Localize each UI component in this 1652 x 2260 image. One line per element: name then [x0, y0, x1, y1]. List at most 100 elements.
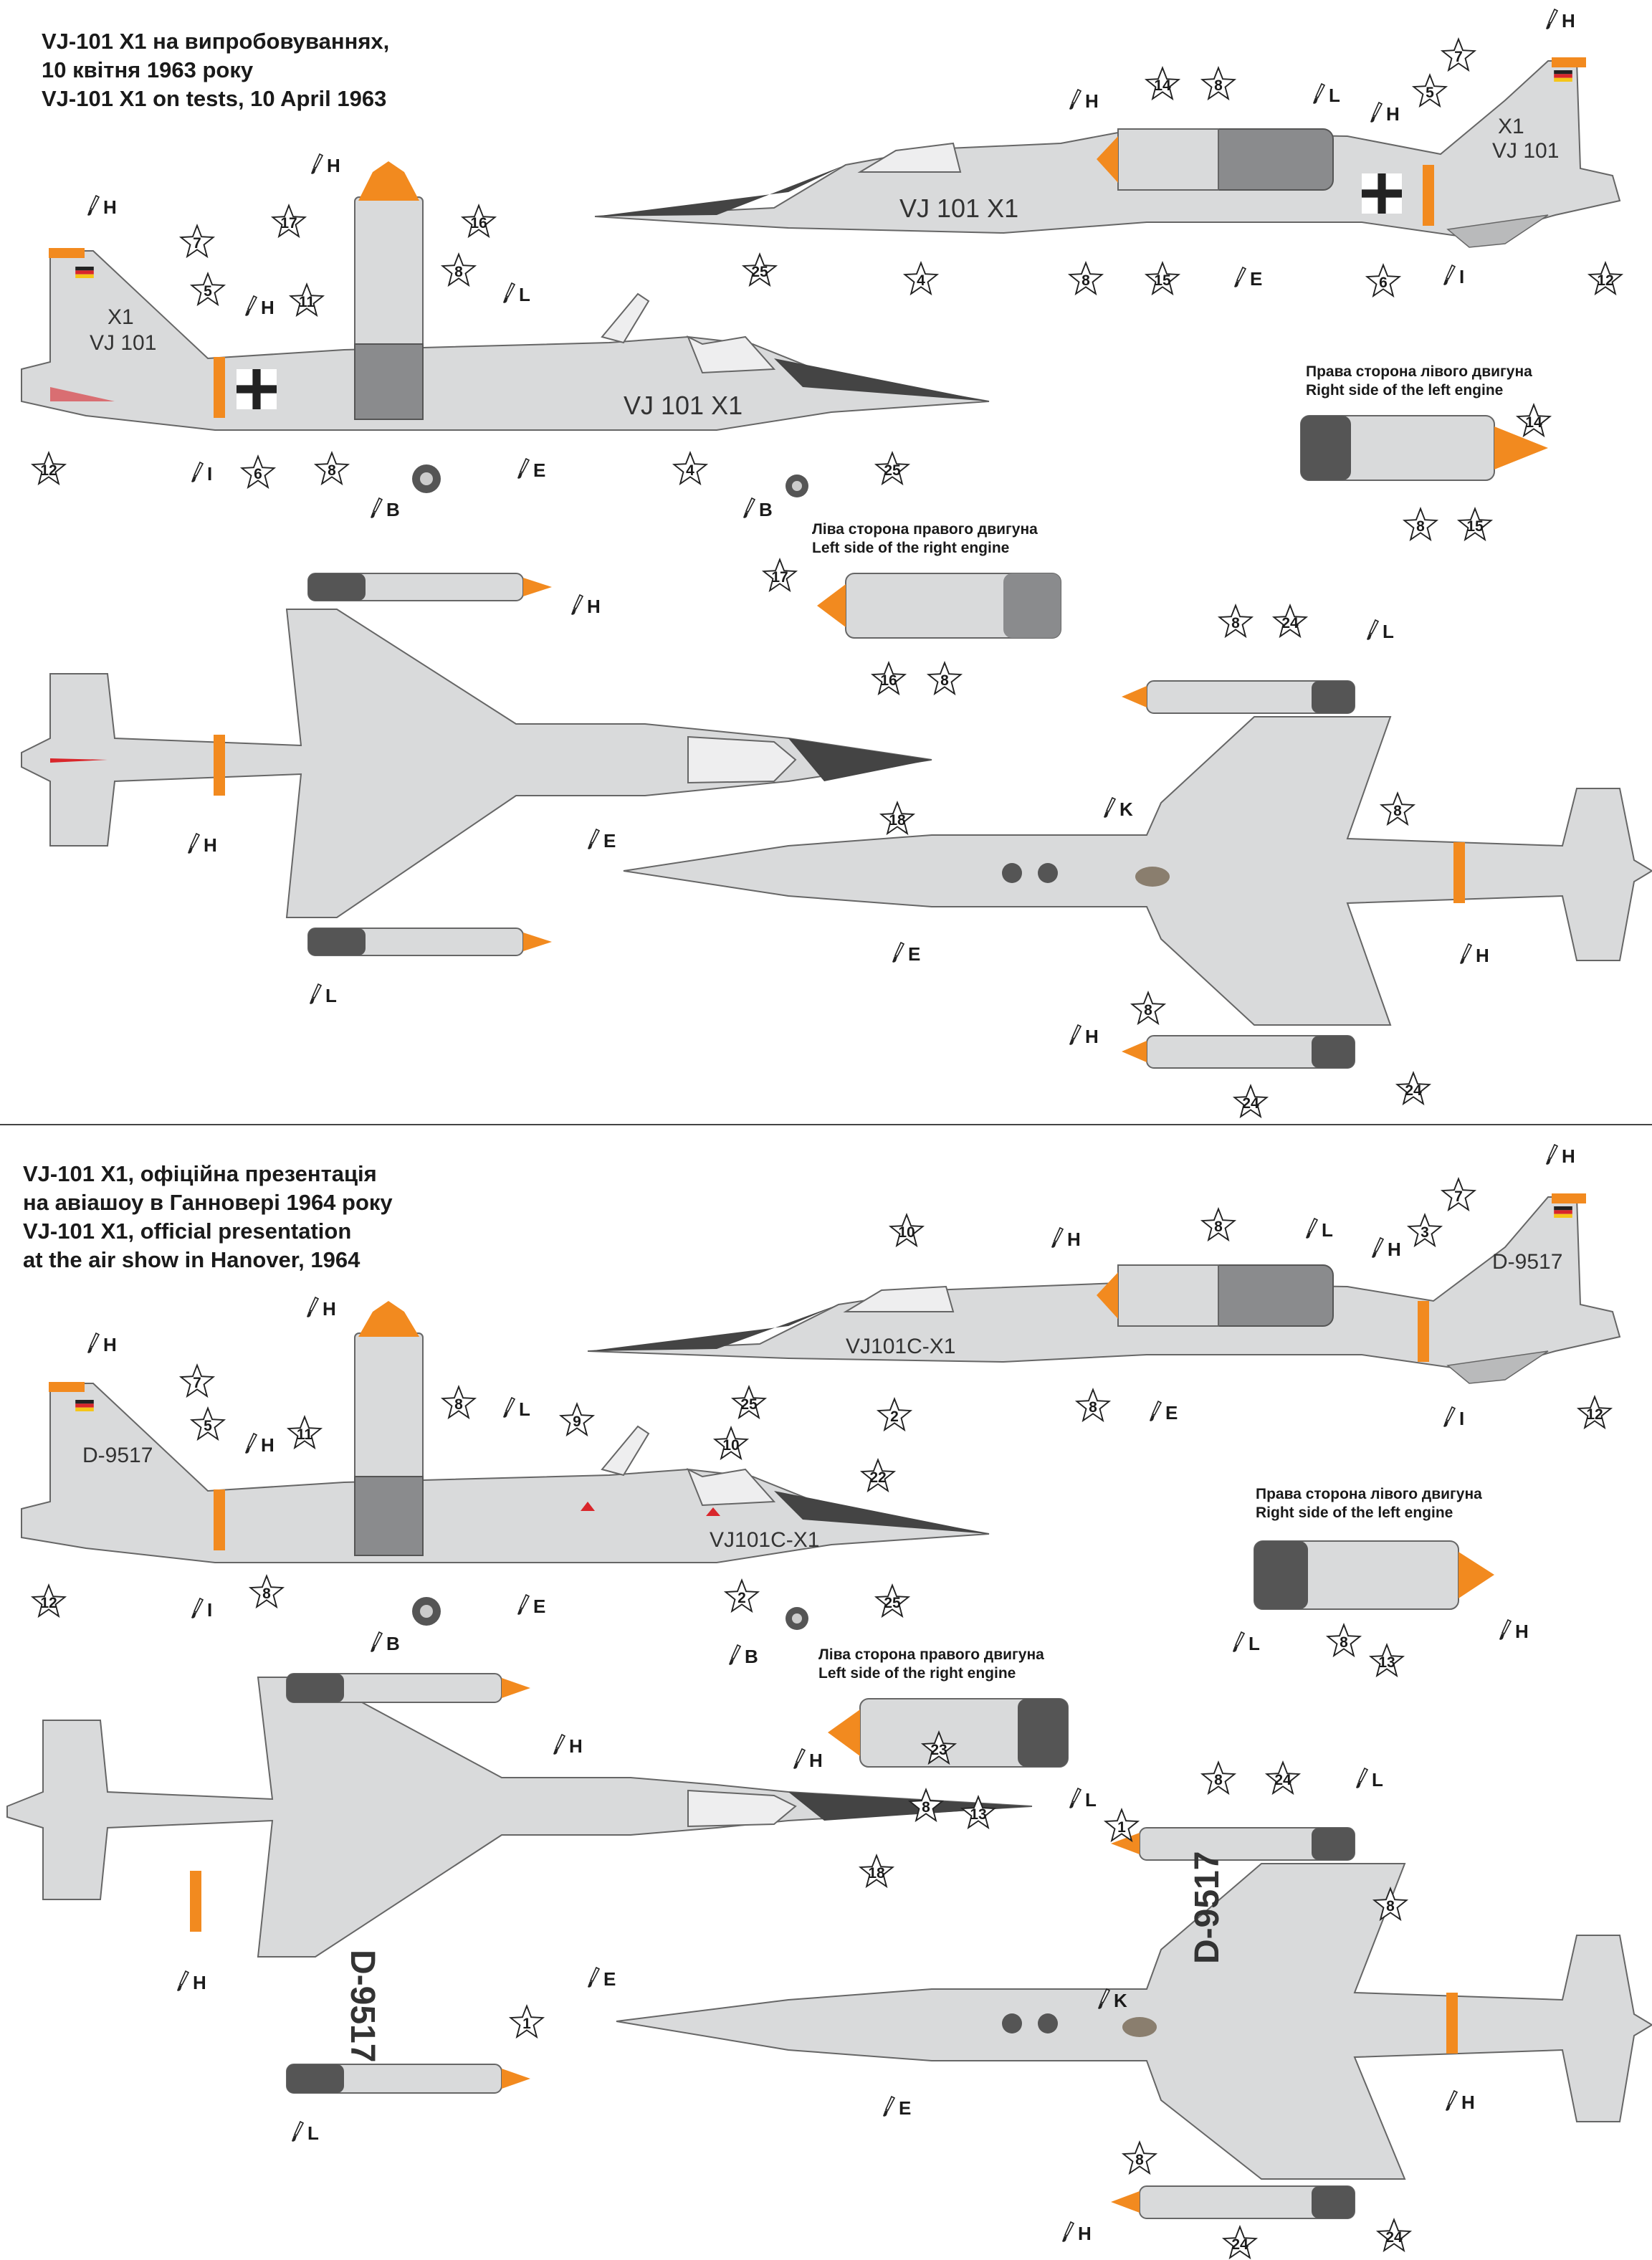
callout-star: 8 [1076, 1388, 1110, 1421]
callout-number: 2 [737, 1590, 746, 1606]
callout-star: 8 [927, 662, 962, 695]
callout-number: 8 [1214, 1219, 1223, 1235]
callout-star: 12 [32, 452, 66, 485]
paintbrush-icon [1069, 89, 1082, 110]
paint-letter: L [1085, 1789, 1097, 1811]
paint-label: E [517, 458, 545, 481]
paintbrush-icon [370, 497, 383, 519]
paintbrush-icon [1103, 797, 1116, 819]
paintbrush-icon [1371, 1237, 1384, 1259]
callout-star: 5 [191, 272, 225, 305]
bottom-right-side-caption: Права сторона лівого двигуна Right side … [1256, 1486, 1482, 1521]
callout-star: 8 [1131, 991, 1165, 1024]
callout-star: 8 [1201, 1761, 1236, 1794]
callout-star: 4 [904, 262, 938, 295]
paint-letter: E [1250, 268, 1262, 290]
top-side-left-fuselage-marking: VJ 101 X1 [624, 391, 743, 420]
callout-number: 22 [869, 1469, 886, 1486]
paint-letter: K [1114, 1990, 1127, 2011]
callout-star: 4 [673, 452, 707, 485]
callout-number: 24 [1242, 1095, 1259, 1112]
paint-letter: H [1461, 2092, 1475, 2113]
paintbrush-icon [1370, 102, 1383, 123]
paint-letter: B [759, 499, 773, 520]
top-side-left-tail-marking-1: X1 [108, 305, 134, 329]
callout-star: 16 [462, 204, 496, 237]
callout-number: 8 [328, 462, 336, 479]
bottom-plan-view: D-9517 [6, 1673, 1033, 2094]
callout-star: 8 [441, 1386, 476, 1419]
callout-star: 8 [909, 1788, 943, 1821]
callout-number: 24 [1274, 1772, 1291, 1788]
callout-star: 24 [1233, 1084, 1268, 1117]
callout-number: 12 [1597, 272, 1613, 289]
callout-star: 8 [249, 1575, 284, 1608]
bottom-left-engine-pod [828, 1698, 1069, 1768]
paint-letter: H [1067, 1229, 1081, 1250]
paintbrush-icon [587, 1967, 600, 1988]
paint-label: H [176, 1970, 206, 1993]
callout-number: 25 [884, 1595, 901, 1611]
paint-label: H [187, 833, 217, 856]
paint-label: H [570, 594, 601, 617]
bottom-plan-registration: D-9517 [343, 1950, 381, 2062]
callout-star: 25 [732, 1386, 766, 1419]
callout-star: 3 [1408, 1214, 1442, 1246]
callout-star: 15 [1458, 507, 1492, 540]
callout-star: 10 [714, 1426, 748, 1459]
callout-star: 24 [1377, 2218, 1411, 2251]
paint-label: H [306, 1297, 336, 1320]
bottom-right-engine-pod [1254, 1540, 1494, 1610]
callout-star: 2 [725, 1579, 759, 1612]
callout-number: 14 [1525, 414, 1542, 431]
paint-letter: L [307, 2122, 319, 2144]
paint-letter: H [1386, 103, 1400, 125]
callout-number: 5 [1426, 85, 1434, 101]
paint-letter: H [327, 155, 340, 176]
callout-number: 8 [1231, 615, 1240, 631]
paint-label: H [1051, 1227, 1081, 1250]
top-side-tail-marking-1: X1 [1498, 115, 1524, 138]
paint-label: B [370, 497, 400, 520]
bottom-side-view-right: VJ101C-X1 D-9517 [587, 1193, 1621, 1384]
paintbrush-icon [1232, 1631, 1245, 1653]
callout-number: 16 [470, 215, 487, 232]
top-right-engine-pod [1300, 415, 1548, 481]
callout-star: 8 [1201, 1208, 1236, 1241]
callout-number: 2 [890, 1408, 899, 1425]
bottom-side-view-left: VJ101C-X1 D-9517 [21, 1301, 990, 1630]
callout-number: 14 [1154, 77, 1171, 94]
callout-star: 6 [241, 455, 275, 488]
top-side-view-left: VJ 101 X1 X1 VJ 101 [21, 161, 990, 497]
paintbrush-icon [309, 983, 322, 1005]
callout-number: 8 [454, 264, 463, 280]
callout-number: 1 [522, 2016, 531, 2032]
paintbrush-icon [310, 153, 323, 175]
paint-letter: E [1165, 1402, 1178, 1424]
paintbrush-icon [1061, 2221, 1074, 2243]
top-title: VJ-101 X1 на випробовуваннях, 10 квітня … [42, 29, 390, 111]
top-side-fuselage-marking: VJ 101 X1 [899, 194, 1018, 223]
callout-star: 11 [287, 1416, 322, 1449]
callout-star: 11 [290, 283, 324, 316]
paintbrush-icon [1149, 1401, 1162, 1422]
callout-star: 12 [1588, 262, 1623, 295]
paint-label: L [1355, 1768, 1383, 1791]
callout-star: 8 [1380, 792, 1415, 825]
paintbrush-icon [1051, 1227, 1064, 1249]
callout-star: 8 [1327, 1624, 1361, 1656]
paintbrush-icon [728, 1644, 741, 1666]
callout-star: 7 [1441, 1178, 1476, 1211]
paintbrush-icon [187, 833, 200, 854]
paint-letter: E [533, 459, 545, 481]
callout-number: 18 [889, 812, 906, 829]
callout-number: 7 [193, 235, 201, 252]
callout-star: 2 [877, 1398, 912, 1431]
paintbrush-icon [1499, 1619, 1512, 1641]
paint-letter: H [193, 1972, 206, 1993]
callout-star: 14 [1145, 67, 1180, 100]
callout-star: 8 [1403, 507, 1438, 540]
paint-letter: L [325, 985, 337, 1006]
